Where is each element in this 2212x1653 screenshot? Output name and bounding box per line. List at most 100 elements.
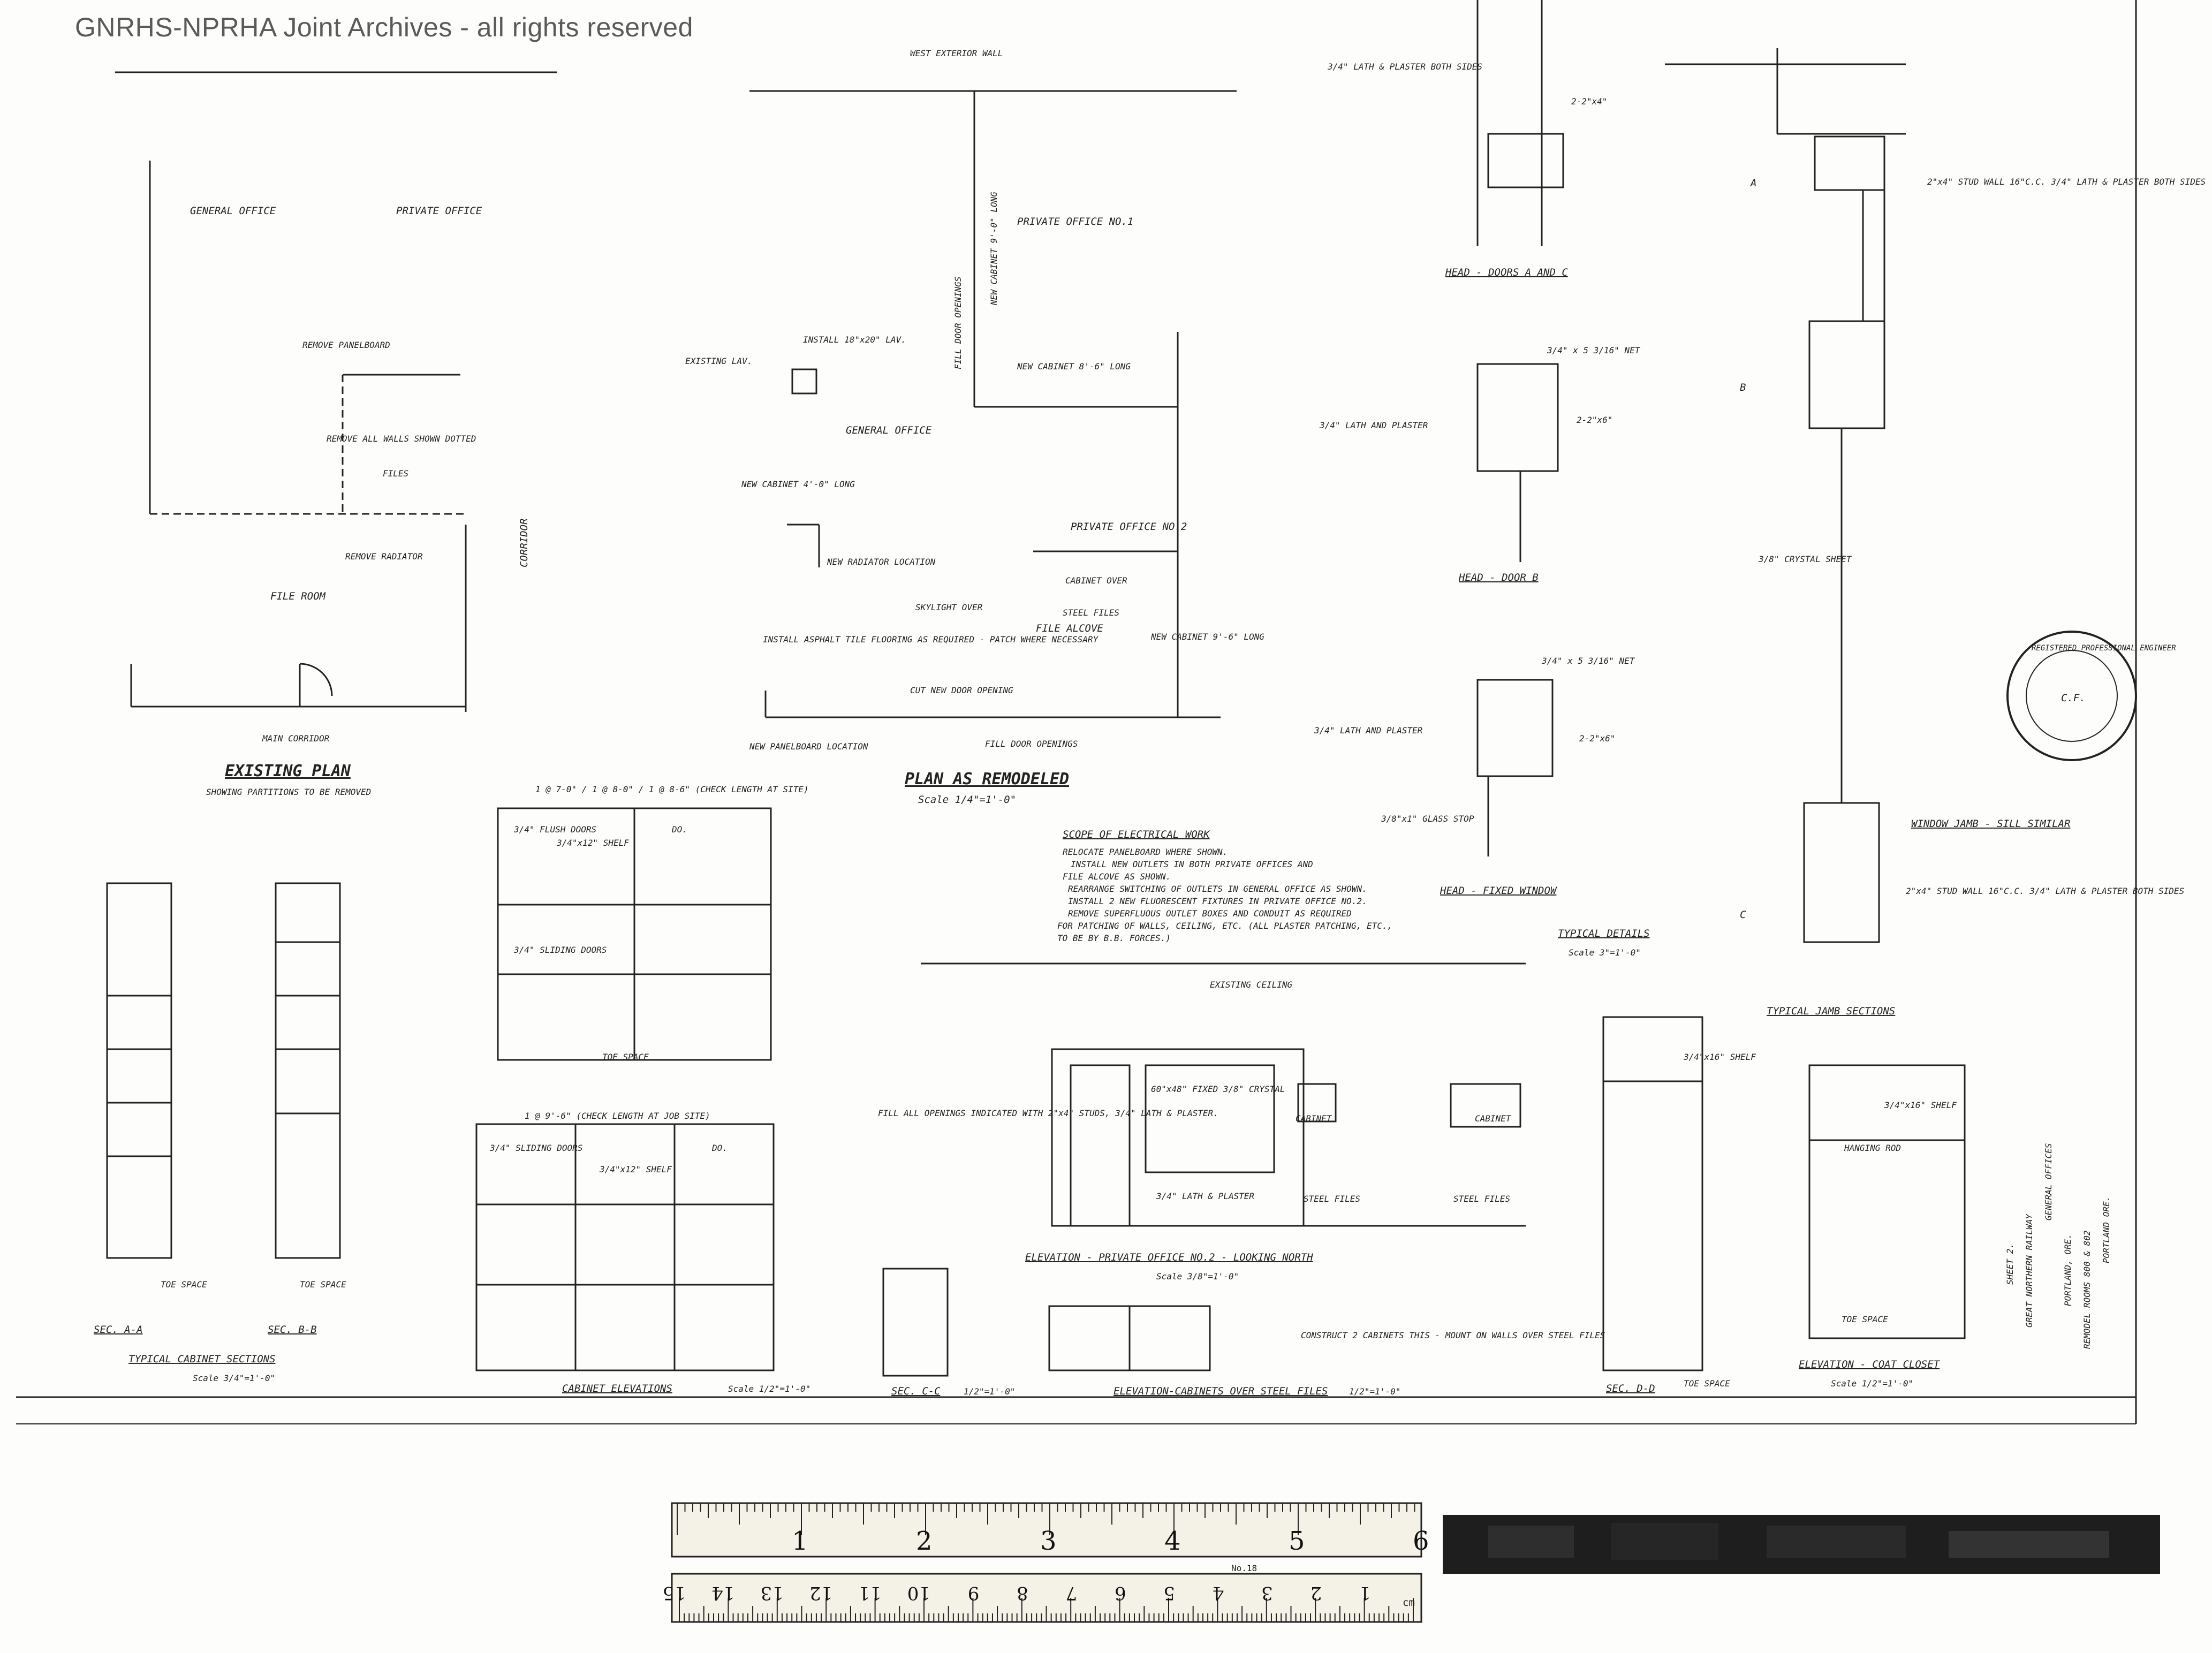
new-cabinet-vertical: NEW CABINET 9'-0" LONG bbox=[989, 192, 999, 306]
closet-shelf-elev: 3/4"x16" SHELF bbox=[1884, 1100, 1957, 1110]
toe-space-b: TOE SPACE bbox=[300, 1279, 346, 1290]
inch-label: 2 bbox=[916, 1526, 933, 1556]
scope-title: SCOPE OF ELECTRICAL WORK bbox=[1063, 829, 1210, 840]
closet-toe-space-2: TOE SPACE bbox=[1684, 1378, 1730, 1389]
cab-over-files-title: ELEVATION-CABINETS OVER STEEL FILES bbox=[1113, 1385, 1328, 1397]
title-line-5: REMODEL ROOMS 800 & 802 bbox=[2082, 1230, 2092, 1349]
sec-b-label: SEC. B-B bbox=[268, 1324, 317, 1336]
detail-net-1: 3/4" x 5 3/16" NET bbox=[1547, 345, 1641, 355]
cm-label: 8 bbox=[1017, 1582, 1028, 1604]
typical-cabinet-title: TYPICAL CABINET SECTIONS bbox=[128, 1353, 276, 1365]
cm-label: 6 bbox=[1115, 1582, 1126, 1604]
coat-closet-scale: Scale 1/2"=1'-0" bbox=[1831, 1378, 1913, 1389]
title-line-1: SHEET 2. bbox=[2005, 1243, 2015, 1285]
elev-cabinet-1: CABINET bbox=[1296, 1113, 1332, 1124]
sec-a-label: SEC. A-A bbox=[94, 1324, 143, 1336]
existing-plan: GENERAL OFFICE PRIVATE OFFICE REMOVE PAN… bbox=[115, 71, 557, 797]
cm-label: 2 bbox=[1310, 1582, 1322, 1604]
cm-label: 5 bbox=[1163, 1582, 1175, 1604]
cab-over-files-scale: 1/2"=1'-0" bbox=[1349, 1386, 1400, 1397]
existing-file-room: FILE ROOM bbox=[270, 590, 326, 602]
title-block: SHEET 2. GREAT NORTHERN RAILWAY GENERAL … bbox=[2005, 1143, 2111, 1349]
scope-line-4: REARRANGE SWITCHING OF OUTLETS IN GENERA… bbox=[1068, 884, 1367, 894]
ruler-cm-unit: cm bbox=[1403, 1597, 1415, 1609]
west-exterior-wall: WEST EXTERIOR WALL bbox=[910, 48, 1003, 58]
cm-label: 3 bbox=[1261, 1582, 1273, 1604]
sliding-doors-a: 3/4" SLIDING DOORS bbox=[513, 945, 607, 955]
scope-line-2: INSTALL NEW OUTLETS IN BOTH PRIVATE OFFI… bbox=[1071, 859, 1313, 869]
scope-line-7: FOR PATCHING OF WALLS, CEILING, ETC. (AL… bbox=[1057, 921, 1392, 931]
sliding-doors-b: 3/4" SLIDING DOORS bbox=[489, 1143, 582, 1153]
sheet-border bbox=[16, 0, 2137, 1424]
shelf-b: 3/4"x12" SHELF bbox=[599, 1164, 672, 1174]
elev-steel-files-2: STEEL FILES bbox=[1453, 1194, 1510, 1204]
scope-line-8: TO BE BY B.B. FORCES.) bbox=[1057, 933, 1171, 943]
sec-c-label: SEC. C-C bbox=[891, 1385, 941, 1397]
scan-color-bar bbox=[1443, 1515, 2160, 1574]
detail-glass-stop: 3/8"x1" GLASS STOP bbox=[1381, 814, 1474, 824]
existing-lav: EXISTING LAV. bbox=[685, 356, 752, 366]
private-office-1: PRIVATE OFFICE NO.1 bbox=[1017, 216, 1133, 228]
detail-lath-both: 3/4" LATH & PLASTER BOTH SIDES bbox=[1327, 62, 1482, 72]
cm-label: 14 bbox=[711, 1582, 734, 1604]
detail-lath-plaster-2: 3/4" LATH AND PLASTER bbox=[1314, 725, 1422, 735]
inch-label: 6 bbox=[1413, 1526, 1429, 1556]
closet-shelf-sec: 3/4"x16" SHELF bbox=[1683, 1052, 1756, 1062]
file-alcove: FILE ALCOVE bbox=[1036, 623, 1103, 634]
elev-lath: 3/4" LATH & PLASTER bbox=[1156, 1191, 1254, 1201]
jamb-stud-wall: 2"x4" STUD WALL 16"C.C. 3/4" LATH & PLAS… bbox=[1927, 177, 2206, 187]
title-line-3: GENERAL OFFICES bbox=[2043, 1143, 2054, 1221]
fixed-crystal: 60"x48" FIXED 3/8" CRYSTAL bbox=[1151, 1084, 1285, 1094]
steel-files-1: STEEL FILES bbox=[1063, 608, 1119, 618]
coat-closet-title: ELEVATION - COAT CLOSET bbox=[1799, 1359, 1941, 1370]
fill-door-openings: FILL DOOR OPENINGS bbox=[985, 739, 1078, 749]
sec-c-scale: 1/2"=1'-0" bbox=[964, 1386, 1015, 1397]
main-corridor: MAIN CORRIDOR bbox=[262, 733, 329, 744]
closet-hanging-rod: HANGING ROD bbox=[1844, 1143, 1901, 1153]
cabinet-elev-scale: Scale 1/2"=1'-0" bbox=[728, 1384, 810, 1394]
cut-new-door: CUT NEW DOOR OPENING bbox=[910, 685, 1013, 695]
cm-label: 9 bbox=[968, 1582, 980, 1604]
watermark: GNRHS-NPRHA Joint Archives - all rights … bbox=[75, 12, 693, 42]
jamb-sections: 2"x4" STUD WALL 16"C.C. 3/4" LATH & PLAS… bbox=[1665, 48, 2206, 1017]
cabinet-over: CABINET OVER bbox=[1065, 575, 1127, 586]
inch-label: 1 bbox=[792, 1526, 808, 1556]
head-door-b: HEAD - DOOR B bbox=[1458, 572, 1539, 583]
elevation-title: ELEVATION - PRIVATE OFFICE NO.2 - LOOKIN… bbox=[1025, 1252, 1313, 1263]
typical-details-scale: Scale 3"=1'-0" bbox=[1569, 947, 1641, 958]
jamb-tag-b: B bbox=[1740, 382, 1746, 393]
stamp-center: C.F. bbox=[2061, 692, 2086, 704]
jamb-stud-wall-2: 2"x4" STUD WALL 16"C.C. 3/4" LATH & PLAS… bbox=[1906, 886, 2184, 896]
typical-details: 3/4" LATH & PLASTER BOTH SIDES 2-2"x4" H… bbox=[1314, 0, 1650, 958]
install-asphalt-note: INSTALL ASPHALT TILE FLOORING AS REQUIRE… bbox=[763, 634, 1099, 644]
cm-label: 15 bbox=[663, 1582, 686, 1604]
scope-line-6: REMOVE SUPERFLUOUS OUTLET BOXES AND COND… bbox=[1068, 908, 1352, 919]
check-length-b: 1 @ 9'-6" (CHECK LENGTH AT JOB SITE) bbox=[525, 1111, 710, 1121]
cm-label: 12 bbox=[809, 1582, 832, 1604]
title-line-6: PORTLAND ORE. bbox=[2101, 1196, 2111, 1263]
new-cabinet-8: NEW CABINET 8'-6" LONG bbox=[1017, 361, 1131, 371]
window-jamb-note: WINDOW JAMB - SILL SIMILAR bbox=[1911, 818, 2070, 830]
remodeled-plan: WEST EXTERIOR WALL PRIVATE OFFICE NO.1 E… bbox=[685, 48, 1264, 806]
private-office-2: PRIVATE OFFICE NO.2 bbox=[1071, 521, 1187, 533]
flush-doors: 3/4" FLUSH DOORS bbox=[513, 824, 596, 835]
remodeled-plan-scale: Scale 1/4"=1'-0" bbox=[918, 794, 1016, 806]
elev-steel-files: STEEL FILES bbox=[1304, 1194, 1360, 1204]
existing-corridor: CORRIDOR bbox=[518, 518, 530, 567]
elevation-scale: Scale 3/8"=1'-0" bbox=[1156, 1271, 1239, 1282]
typical-details-title: TYPICAL DETAILS bbox=[1558, 928, 1650, 939]
do-a: DO. bbox=[671, 824, 687, 835]
do-b: DO. bbox=[711, 1143, 728, 1153]
remodeled-general-office: GENERAL OFFICE bbox=[846, 424, 932, 436]
shelf-a: 3/4"x12" SHELF bbox=[556, 838, 629, 848]
scope-line-3: FILE ALCOVE AS SHOWN. bbox=[1063, 871, 1171, 882]
construct-note: CONSTRUCT 2 CABINETS THIS - MOUNT ON WAL… bbox=[1301, 1330, 1605, 1340]
detail-stud-2x6-1: 2-2"x6" bbox=[1577, 415, 1612, 425]
cm-label: 7 bbox=[1066, 1582, 1078, 1604]
detail-stud-2x4: 2-2"x4" bbox=[1571, 96, 1607, 107]
head-doors-ac: HEAD - DOORS A AND C bbox=[1445, 267, 1568, 278]
cabinet-sections: TOE SPACE TOE SPACE SEC. A-A SEC. B-B TY… bbox=[94, 882, 346, 1383]
